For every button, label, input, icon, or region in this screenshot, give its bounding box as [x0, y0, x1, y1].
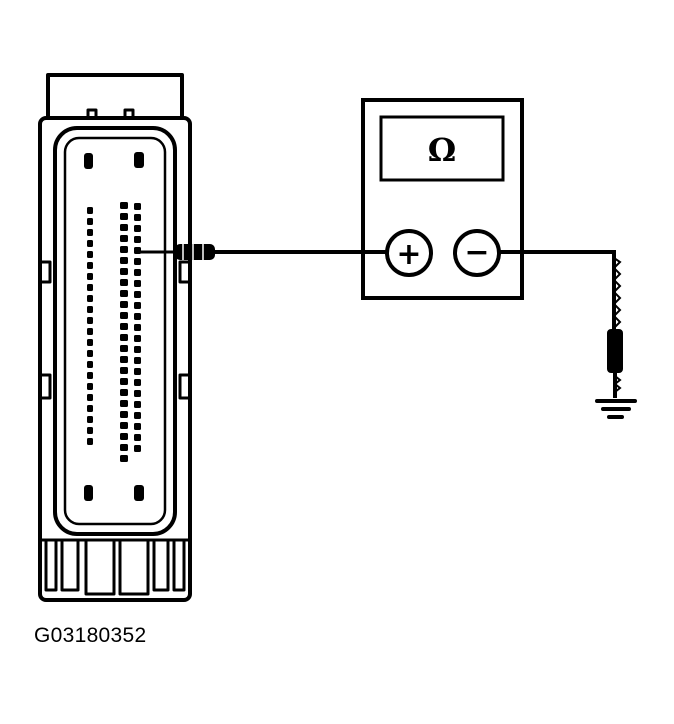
connector-pin	[134, 302, 141, 309]
connector-pin	[120, 246, 128, 253]
connector-pin	[120, 444, 128, 451]
connector-pin	[134, 280, 141, 287]
connector-pin	[134, 445, 141, 452]
connector-pin	[120, 356, 128, 363]
connector-pin	[120, 202, 128, 209]
connector-pin	[87, 306, 93, 313]
connector-pin	[120, 290, 128, 297]
connector-pin	[120, 411, 128, 418]
connector-face-inner	[63, 136, 167, 526]
connector-pin	[87, 339, 93, 346]
connector-pin	[134, 203, 141, 210]
connector-pin	[120, 213, 128, 220]
connector-pin	[87, 229, 93, 236]
connector-pin	[120, 323, 128, 330]
connector-pin	[134, 412, 141, 419]
connector-pin	[134, 247, 141, 254]
negative-terminal-symbol: −	[464, 235, 489, 270]
connector-pin	[87, 295, 93, 302]
connector-pin	[87, 240, 93, 247]
connector-pin	[120, 279, 128, 286]
connector-face-outer	[53, 126, 177, 536]
connector-pin	[120, 422, 128, 429]
connector-pin	[134, 236, 141, 243]
connector-pin	[134, 379, 141, 386]
connector-pin	[134, 423, 141, 430]
connector-bottom-feet	[44, 538, 186, 596]
connector-pin	[134, 258, 141, 265]
connector-pin	[120, 312, 128, 319]
connector-pin	[87, 383, 93, 390]
connector-pin	[120, 367, 128, 374]
connector-pin	[87, 405, 93, 412]
connector-pin	[120, 455, 128, 462]
connector-pin	[87, 372, 93, 379]
connector-pin	[120, 378, 128, 385]
connector-pin	[87, 394, 93, 401]
connector-pin	[134, 324, 141, 331]
ohmmeter-display	[379, 115, 505, 182]
probe-tip	[175, 244, 215, 260]
connector-pin	[87, 262, 93, 269]
connector-pin	[87, 427, 93, 434]
connector-pin	[134, 401, 141, 408]
connector-pin	[134, 346, 141, 353]
connector-pin	[120, 235, 128, 242]
connector-pin	[120, 433, 128, 440]
connector-pin	[87, 284, 93, 291]
ground-symbol-icon	[595, 399, 637, 419]
negative-ground-lead	[499, 250, 623, 398]
ohm-symbol: Ω	[428, 131, 456, 169]
connector-pin	[87, 218, 93, 225]
connector-pin	[134, 291, 141, 298]
connector-side-latch-left	[40, 260, 52, 400]
connector-module	[38, 73, 192, 602]
connector-side-latch-right	[178, 260, 190, 400]
positive-terminal-symbol: +	[396, 237, 421, 272]
connector-pin	[134, 269, 141, 276]
positive-probe-lead	[140, 244, 387, 260]
ohmmeter: Ω + −	[361, 98, 524, 300]
connector-pin	[87, 328, 93, 335]
connector-pin	[134, 390, 141, 397]
connector-pin	[120, 224, 128, 231]
connector-pin	[134, 313, 141, 320]
connector-pin	[87, 416, 93, 423]
connector-pin	[134, 225, 141, 232]
connector-corner-keys	[84, 152, 144, 501]
connector-pin	[120, 389, 128, 396]
connector-top-cap-pins	[86, 108, 135, 118]
connector-pin	[87, 251, 93, 258]
connector-pin	[120, 268, 128, 275]
connector-pin-array	[87, 202, 141, 462]
connector-pin	[134, 368, 141, 375]
connector-pin	[120, 334, 128, 341]
connector-pin	[134, 214, 141, 221]
connector-pin	[134, 434, 141, 441]
connector-pin	[120, 345, 128, 352]
connector-top-cap	[46, 73, 184, 118]
connector-pin	[87, 350, 93, 357]
connector-pin	[120, 301, 128, 308]
connector-body	[38, 116, 192, 602]
connector-pin	[134, 357, 141, 364]
connector-pin	[120, 257, 128, 264]
ground-clip	[607, 329, 623, 373]
connector-pin	[87, 273, 93, 280]
connector-pin	[87, 317, 93, 324]
figure-id: G03180352	[34, 624, 147, 647]
connector-pin	[120, 400, 128, 407]
connector-pin	[87, 438, 93, 445]
connector-pin	[87, 207, 93, 214]
connector-pin	[134, 335, 141, 342]
connector-pin	[87, 361, 93, 368]
